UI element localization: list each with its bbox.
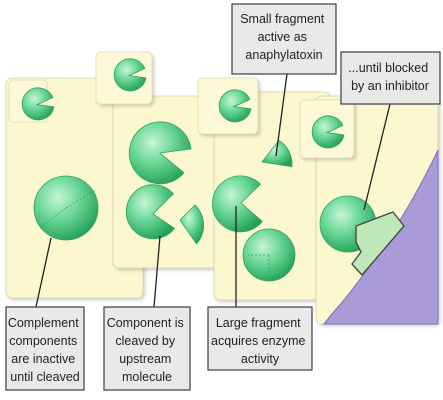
callout-small-fragment-text: Small fragment active as anaphylatoxin	[240, 12, 328, 62]
small-fragment	[261, 139, 293, 168]
icon-component-4	[311, 115, 345, 149]
callout-step-3-text: Large fragment acquires enzyme activity	[211, 316, 309, 366]
inhibitor	[351, 211, 405, 276]
inactive-component	[33, 175, 99, 241]
panel-step-4	[299, 95, 439, 325]
callout-step-2: Component is cleaved by upstream molecul…	[103, 235, 191, 391]
callout-small-fragment: Small fragment active as anaphylatoxin	[231, 3, 337, 157]
callout-step-1-text: Complement components are inactive until…	[8, 316, 82, 384]
callout-inhibitor-text: ...until blocked by an inhibitor	[348, 61, 431, 93]
large-fragment-intact	[242, 228, 296, 282]
icon-component-3	[218, 89, 252, 123]
cell-membrane	[322, 149, 439, 325]
component-upper	[128, 121, 192, 185]
callout-step-3: Large fragment acquires enzyme activity	[207, 206, 313, 371]
large-fragment-enzyme	[212, 175, 263, 233]
component-cleaved-large	[125, 184, 176, 240]
callout-step-1: Complement components are inactive until…	[5, 237, 85, 391]
component-cleaved-small	[179, 204, 204, 245]
callout-step-2-text: Component is cleaved by upstream molecul…	[107, 316, 188, 384]
callout-inhibitor: ...until blocked by an inhibitor	[340, 51, 441, 211]
icon-component-2	[113, 58, 147, 92]
icon-component-1	[21, 87, 55, 121]
